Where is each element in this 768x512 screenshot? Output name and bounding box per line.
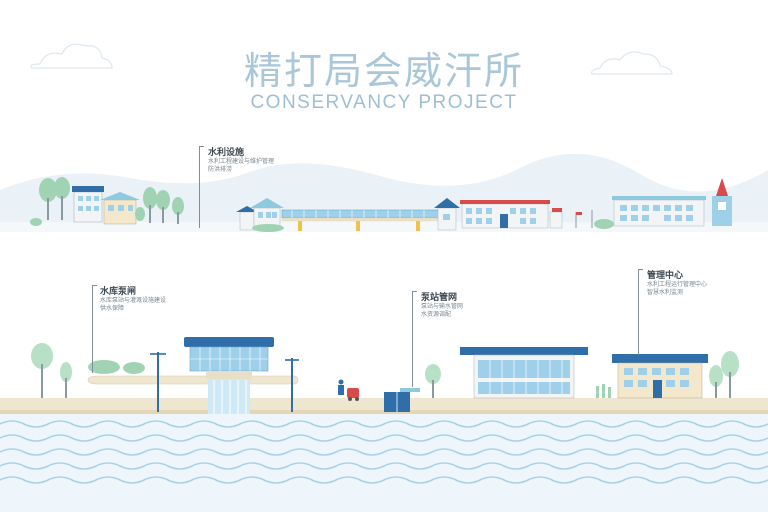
building	[613, 199, 705, 227]
callout-desc-line: 供水保障	[100, 306, 125, 312]
upper-right-facilities	[460, 178, 732, 229]
callout-heading: 水利设施	[208, 147, 245, 157]
management-center-building	[612, 351, 739, 399]
tree-cluster	[135, 187, 184, 224]
clouds	[30, 43, 673, 75]
tree	[30, 177, 70, 226]
water-waves	[0, 420, 768, 484]
page-subtitle: CONSERVANCY PROJECT	[250, 92, 518, 113]
river	[0, 414, 768, 512]
callout-desc-line: 水利工程建设与维护管理	[208, 159, 275, 165]
cloud-right	[591, 51, 673, 75]
cloud-left	[30, 43, 113, 69]
callout-desc-line: 水利工程运行管理中心	[647, 282, 708, 288]
street-lamp	[150, 352, 299, 412]
callout-heading: 水库泵闸	[100, 286, 137, 296]
pump-equipment	[338, 379, 420, 412]
pump-station-building	[425, 347, 611, 399]
callout-heading: 泵站管网	[421, 292, 458, 302]
callout-heading: 管理中心	[647, 270, 684, 280]
callout-desc-line: 智慧水利监测	[647, 290, 684, 296]
building	[103, 199, 137, 225]
callout-desc-line: 泵站与输水管网	[421, 304, 464, 310]
distant-hills	[0, 153, 768, 228]
walkway	[87, 375, 299, 385]
upper-left-village	[30, 177, 184, 226]
clock-tower	[712, 196, 732, 226]
callout-desc-line: 水库泵站与灌溉设施建设	[100, 298, 167, 304]
mid-ground-band	[0, 222, 768, 232]
callout-desc-line: 防洪排涝	[208, 167, 233, 173]
bridge-deck	[281, 209, 441, 219]
callout-desc-line: 水资源调配	[421, 312, 452, 318]
page-title: 精打局会威汗所	[243, 49, 524, 93]
upper-bridge-complex	[236, 198, 460, 232]
